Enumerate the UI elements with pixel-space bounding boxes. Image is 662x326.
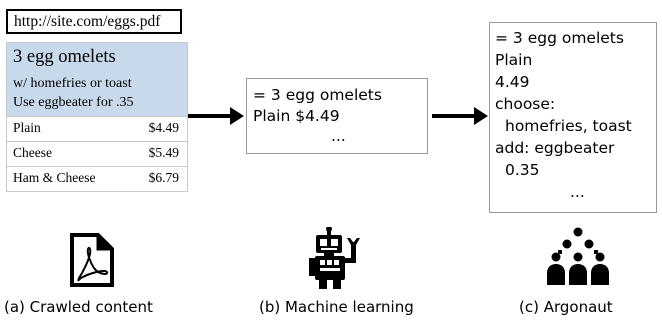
- crawled-url: http://site.com/eggs.pdf: [14, 13, 161, 30]
- arg-line-choose: choose:: [495, 95, 556, 113]
- caption-crawled-content: (a) Crawled content: [4, 298, 153, 316]
- menu-item-name: Cheese: [13, 145, 52, 160]
- menu-row: Cheese $5.49: [7, 141, 187, 166]
- ml-output-box: = 3 egg omelets Plain $4.49 ...: [246, 78, 428, 154]
- menu-item-price: $5.49: [148, 145, 179, 160]
- menu-item-name: Plain: [13, 120, 41, 135]
- menu-title: 3 egg omelets: [13, 47, 116, 67]
- arg-line-addon-price: 0.35: [505, 161, 540, 179]
- arg-line-plain: Plain: [495, 51, 533, 69]
- arg-line-title: = 3 egg omelets: [495, 29, 624, 47]
- arg-line-ellipsis: ...: [570, 183, 585, 201]
- menu-card: 3 egg omelets w/ homefries or toast Use …: [6, 42, 188, 192]
- pdf-file-icon: [70, 233, 114, 287]
- url-box: http://site.com/eggs.pdf: [6, 9, 182, 34]
- ml-line-plain: Plain $4.49: [253, 107, 340, 125]
- menu-subtitle-sides: w/ homefries or toast: [13, 76, 132, 91]
- menu-item-price: $6.79: [148, 170, 179, 185]
- ml-line-title: = 3 egg omelets: [253, 86, 382, 104]
- menu-header: 3 egg omelets w/ homefries or toast Use …: [7, 43, 187, 116]
- caption-argonaut: (c) Argonaut: [519, 298, 613, 316]
- menu-subtitle-eggbeater: Use eggbeater for .35: [13, 95, 134, 110]
- menu-item-name: Ham & Cheese: [13, 170, 96, 185]
- arg-line-options: homefries, toast: [505, 117, 632, 135]
- arrow-right-icon: [188, 107, 244, 125]
- crowd-icon: [547, 227, 609, 285]
- arrow-right-icon: [432, 107, 488, 125]
- caption-machine-learning: (b) Machine learning: [259, 298, 414, 316]
- arg-line-price: 4.49: [495, 73, 530, 91]
- menu-row: Ham & Cheese $6.79: [7, 166, 187, 191]
- ml-line-ellipsis: ...: [331, 127, 346, 145]
- arg-line-add: add: eggbeater: [495, 139, 615, 157]
- robot-icon: [309, 227, 360, 289]
- argonaut-output-box: = 3 egg omelets Plain 4.49 choose: homef…: [489, 22, 657, 213]
- menu-item-price: $4.49: [148, 120, 179, 135]
- menu-row: Plain $4.49: [7, 116, 187, 141]
